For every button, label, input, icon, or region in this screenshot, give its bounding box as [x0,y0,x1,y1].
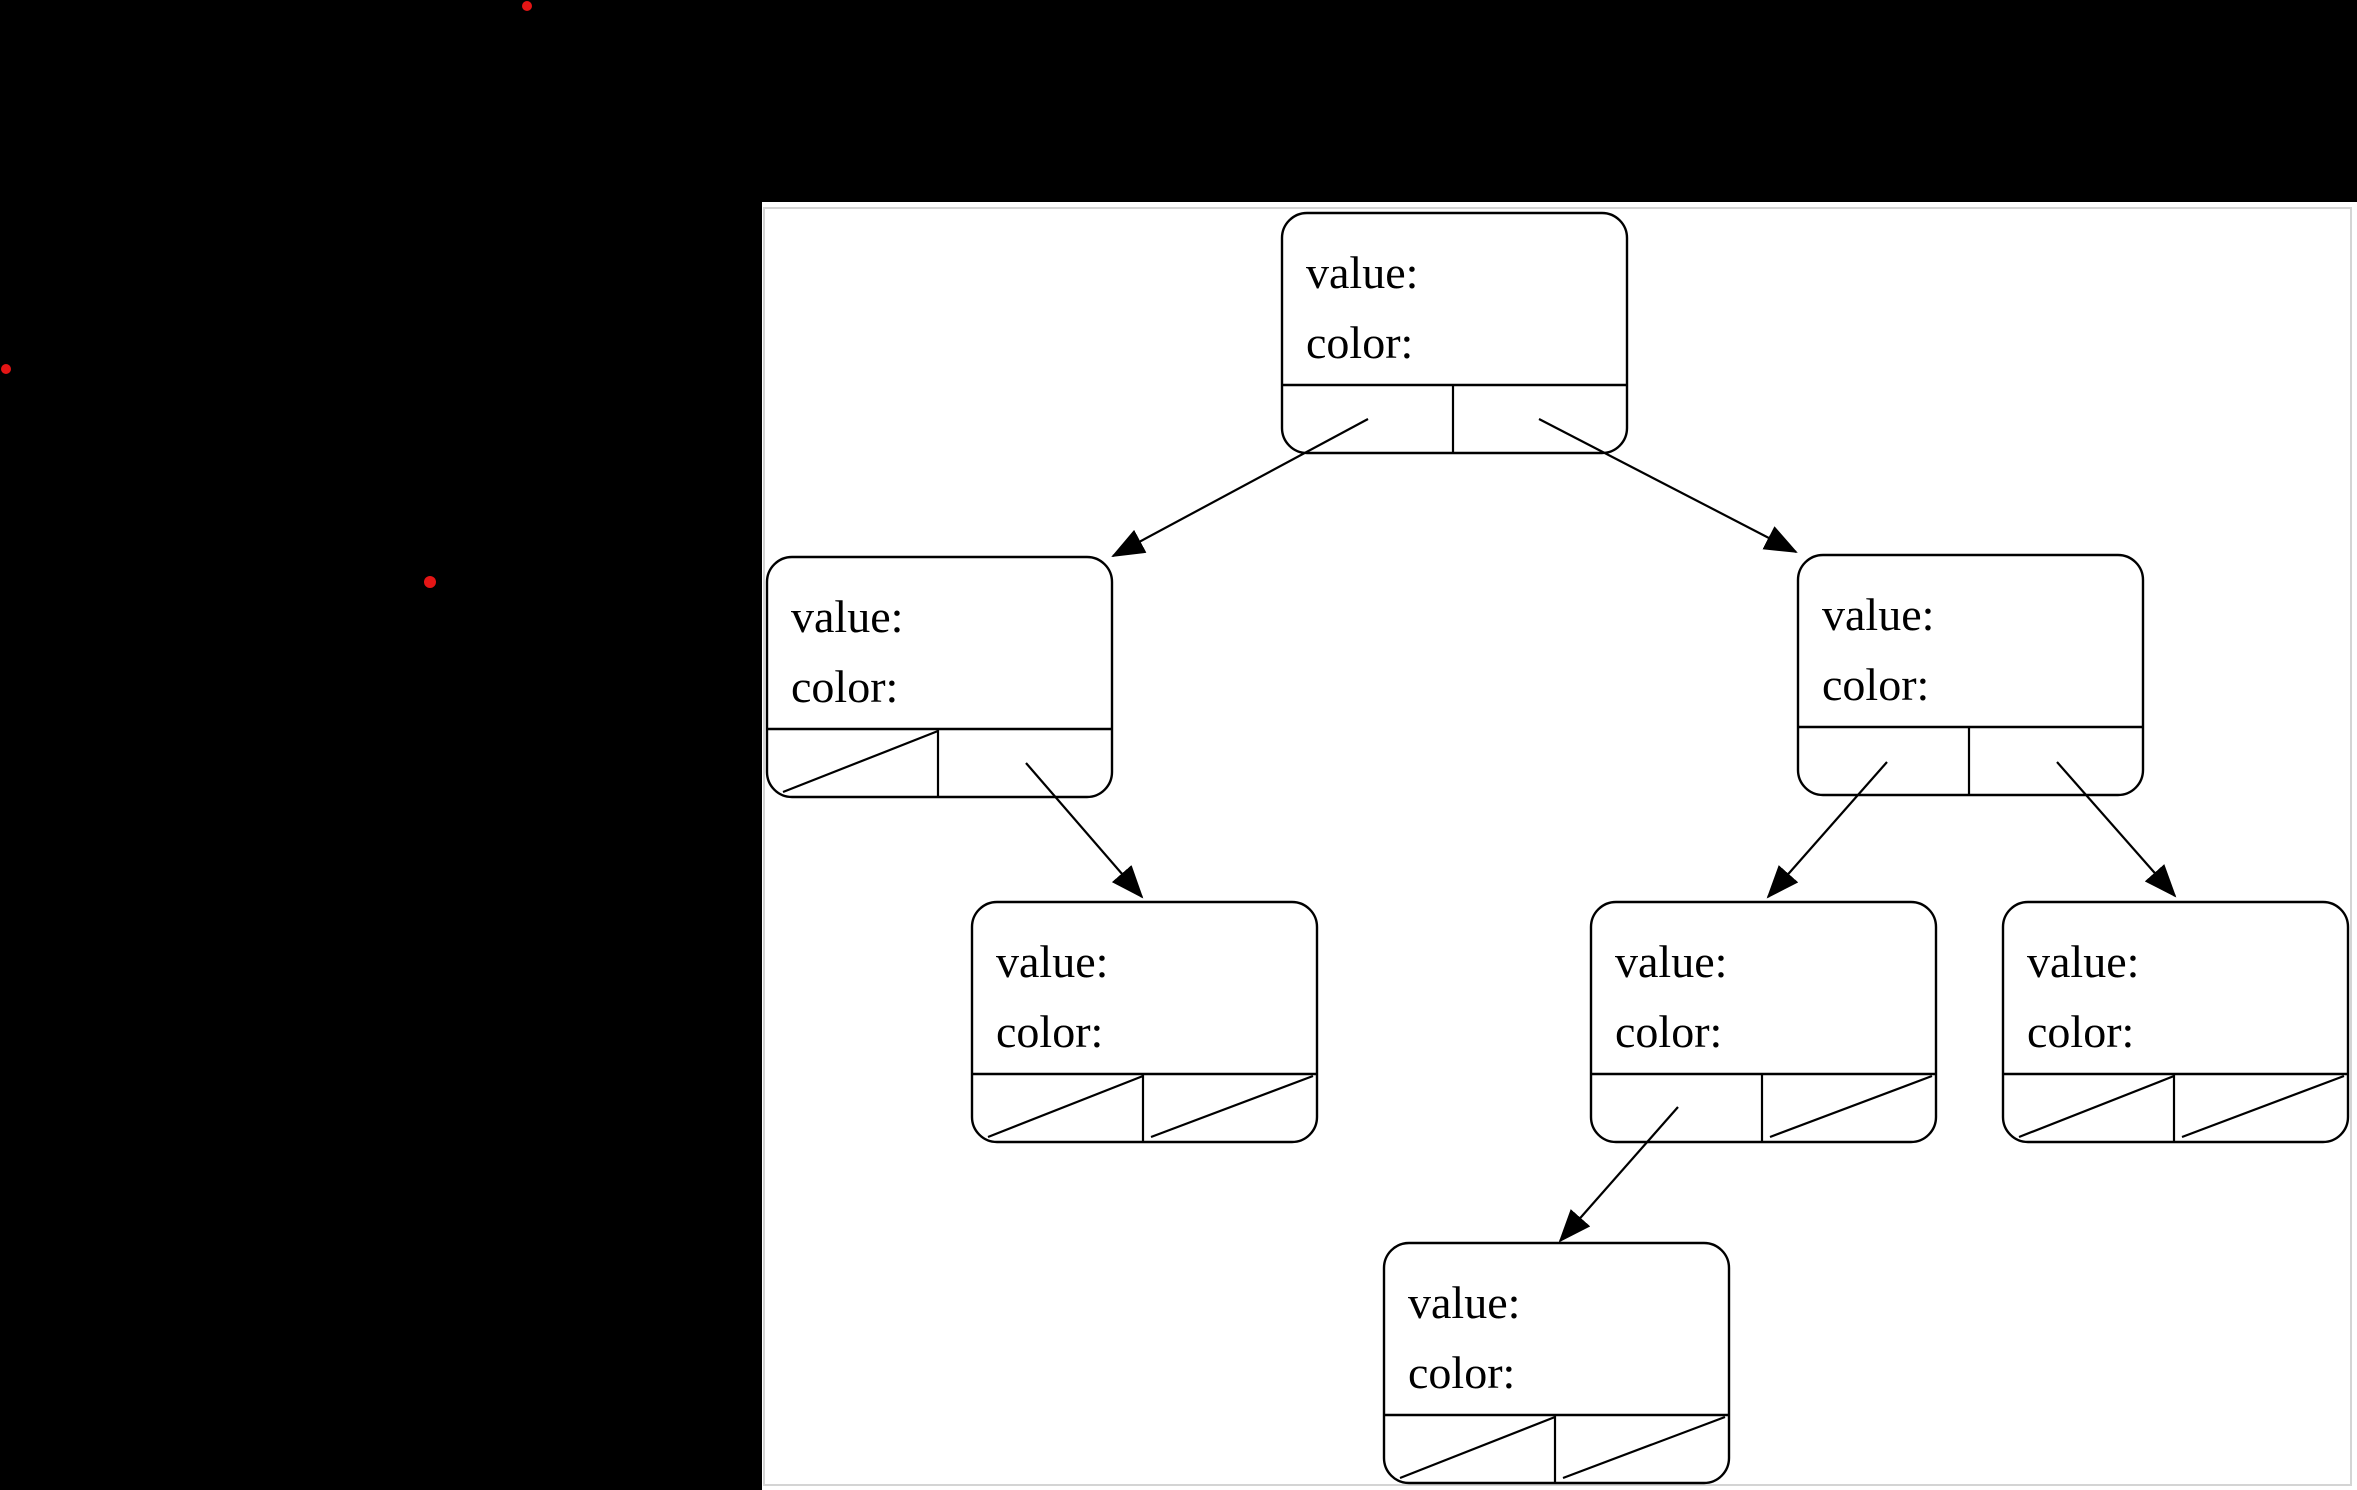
red-dot-1 [522,1,532,11]
null-pointer-slash-right [1150,1074,1314,1139]
node-color-label: color: [791,661,898,712]
node-value-label: value: [1408,1277,1520,1328]
null-pointer-slash-right [1562,1415,1726,1480]
node-box[interactable] [970,900,1319,1144]
tree-node-right[interactable]: value: color: [1796,553,2145,797]
red-dot-3 [424,576,436,588]
tree-node-bottom[interactable]: value: color: [1382,1241,1731,1485]
node-box[interactable] [1280,211,1629,455]
null-pointer-slash-left [987,1074,1144,1139]
node-value-label: value: [2027,936,2139,987]
tree-node-root[interactable]: value: color: [1280,211,1629,455]
edge-left-to-left-right[interactable] [1025,762,1144,899]
red-dots-layer [1,1,532,588]
node-box[interactable] [2001,900,2350,1144]
node-box[interactable] [1589,900,1938,1144]
red-dot-2 [1,364,11,374]
tree-node-left-right[interactable]: value: color: [970,900,1319,1144]
null-pointer-slash-right [1769,1074,1933,1139]
edge-root-to-left[interactable] [1111,418,1369,557]
tree-node-right-right[interactable]: value: color: [2001,900,2350,1144]
node-value-label: value: [1306,247,1418,298]
edge-root-to-right[interactable] [1538,418,1798,553]
null-pointer-slash-left [782,729,939,794]
node-box[interactable] [1796,553,2145,797]
null-pointer-slash-right [2181,1074,2345,1139]
edges-layer [1025,418,2177,1243]
nodes-layer: value:color:value:color:value:color:valu… [765,211,2350,1485]
node-color-label: color: [1822,659,1929,710]
node-value-label: value: [791,591,903,642]
node-color-label: color: [1306,317,1413,368]
node-color-label: color: [1615,1006,1722,1057]
node-box[interactable] [1382,1241,1731,1485]
node-value-label: value: [1615,936,1727,987]
node-color-label: color: [2027,1006,2134,1057]
canvas-border [763,207,2352,1486]
edge-right-to-right-right[interactable] [2056,761,2177,898]
null-pointer-slash-left [2018,1074,2175,1139]
tree-node-left[interactable]: value: color: [765,555,1114,799]
null-pointer-slash-left [1399,1415,1556,1480]
edge-right-to-right-left[interactable] [1766,761,1888,899]
node-color-label: color: [1408,1347,1515,1398]
node-value-label: value: [996,936,1108,987]
tree-node-right-left[interactable]: value: color: [1589,900,1938,1144]
edge-right-left-to-bottom[interactable] [1558,1106,1679,1243]
node-value-label: value: [1822,589,1934,640]
node-color-label: color: [996,1006,1103,1057]
node-box[interactable] [765,555,1114,799]
